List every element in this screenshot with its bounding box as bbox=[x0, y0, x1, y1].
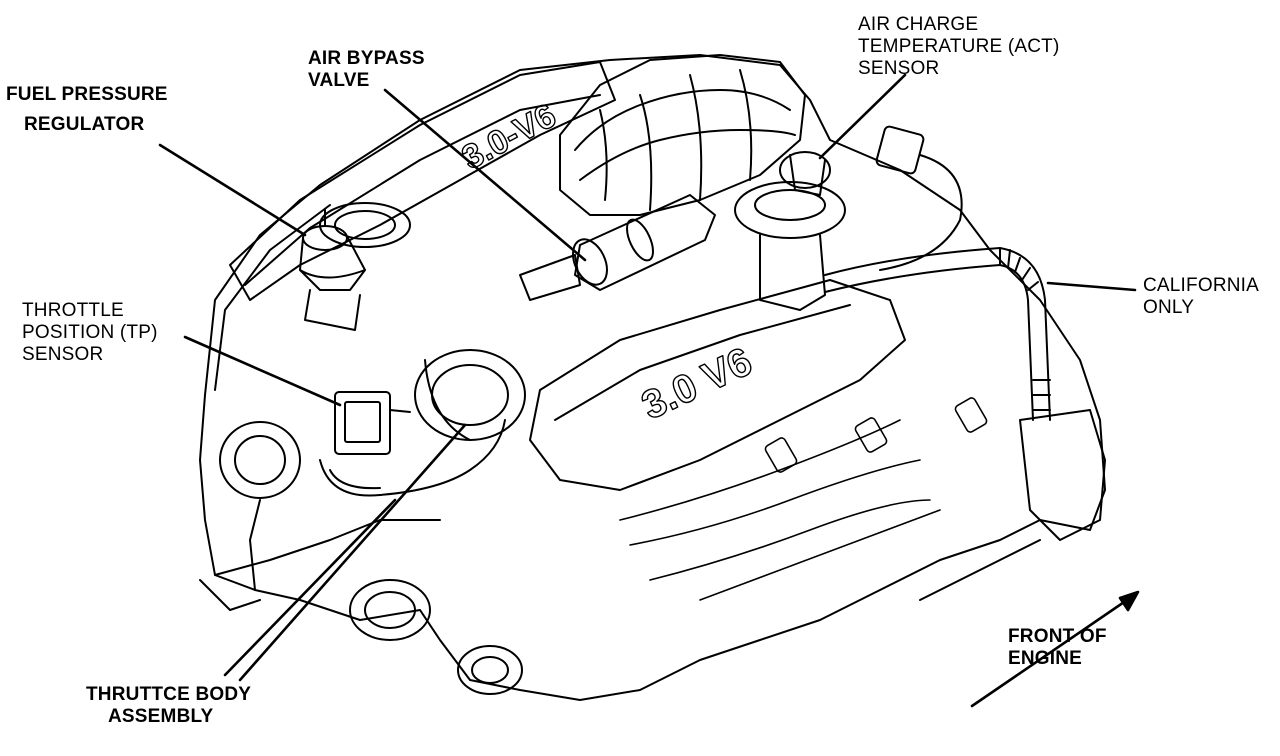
leader-act-sensor bbox=[818, 73, 907, 160]
left-valve-cover bbox=[229, 61, 616, 301]
label-tp-sensor: THROTTLE POSITION (TP) SENSOR bbox=[22, 300, 158, 366]
label-line: ONLY bbox=[1143, 297, 1195, 318]
label-line: AIR CHARGE bbox=[858, 14, 979, 35]
tp-sensor-part bbox=[334, 391, 411, 455]
leader-tp-sensor bbox=[183, 335, 342, 407]
label-line: TEMPERATURE (ACT) bbox=[858, 36, 1060, 57]
label-throttle-body-assembly: THRUTTCE BODY ASSEMBLY bbox=[86, 684, 251, 728]
spark-plug-wires bbox=[619, 397, 988, 601]
air-bypass-valve-part bbox=[519, 194, 716, 301]
label-line: SENSOR bbox=[858, 58, 940, 79]
exhaust-manifold bbox=[919, 409, 1106, 601]
label-front-of-engine: FRONT OF ENGINE bbox=[1008, 626, 1107, 670]
label-air-bypass-valve: AIR BYPASS VALVE bbox=[308, 48, 425, 92]
label-line: CALIFORNIA bbox=[1143, 275, 1260, 296]
label-line: POSITION (TP) bbox=[22, 322, 158, 343]
front-cover bbox=[199, 421, 523, 695]
label-line: VALVE bbox=[308, 70, 370, 91]
label-line: THRUTTCE BODY bbox=[86, 684, 252, 705]
egr-valve-part bbox=[734, 181, 846, 311]
act-sensor-part bbox=[779, 125, 963, 271]
leader-throttle-body-b bbox=[238, 423, 467, 682]
label-california-only: CALIFORNIA ONLY bbox=[1143, 275, 1259, 319]
label-line: SENSOR bbox=[22, 344, 104, 365]
label-line: FUEL PRESSURE bbox=[6, 84, 168, 105]
front-arrow bbox=[970, 590, 1140, 708]
label-act-sensor: AIR CHARGE TEMPERATURE (ACT) SENSOR bbox=[858, 14, 1060, 80]
right-valve-cover bbox=[529, 279, 906, 491]
intake-manifold bbox=[559, 54, 806, 216]
throttle-body-part bbox=[319, 349, 526, 497]
intake-emboss-text: 3.0-V6 bbox=[456, 96, 562, 177]
egr-tube bbox=[824, 247, 1051, 421]
label-line: ENGINE bbox=[1008, 648, 1083, 669]
label-line: REGULATOR bbox=[24, 114, 145, 135]
label-fuel-pressure-regulator: FUEL PRESSURE REGULATOR bbox=[6, 84, 168, 136]
leader-lines bbox=[158, 73, 1137, 682]
leader-air-bypass-valve bbox=[383, 88, 587, 262]
valve-cover-emboss-text: 3.0 V6 bbox=[635, 339, 758, 428]
leader-fuel-pressure-regulator bbox=[158, 143, 307, 237]
engine-block bbox=[199, 54, 1106, 701]
label-line: AIR BYPASS bbox=[308, 48, 425, 69]
fuel-pressure-regulator-part bbox=[299, 209, 366, 331]
label-line: THROTTLE bbox=[22, 300, 124, 321]
leader-throttle-body-a bbox=[223, 498, 397, 677]
label-line: FRONT OF bbox=[1008, 626, 1107, 647]
leader-california-only bbox=[1046, 281, 1137, 292]
label-line: ASSEMBLY bbox=[108, 706, 214, 727]
